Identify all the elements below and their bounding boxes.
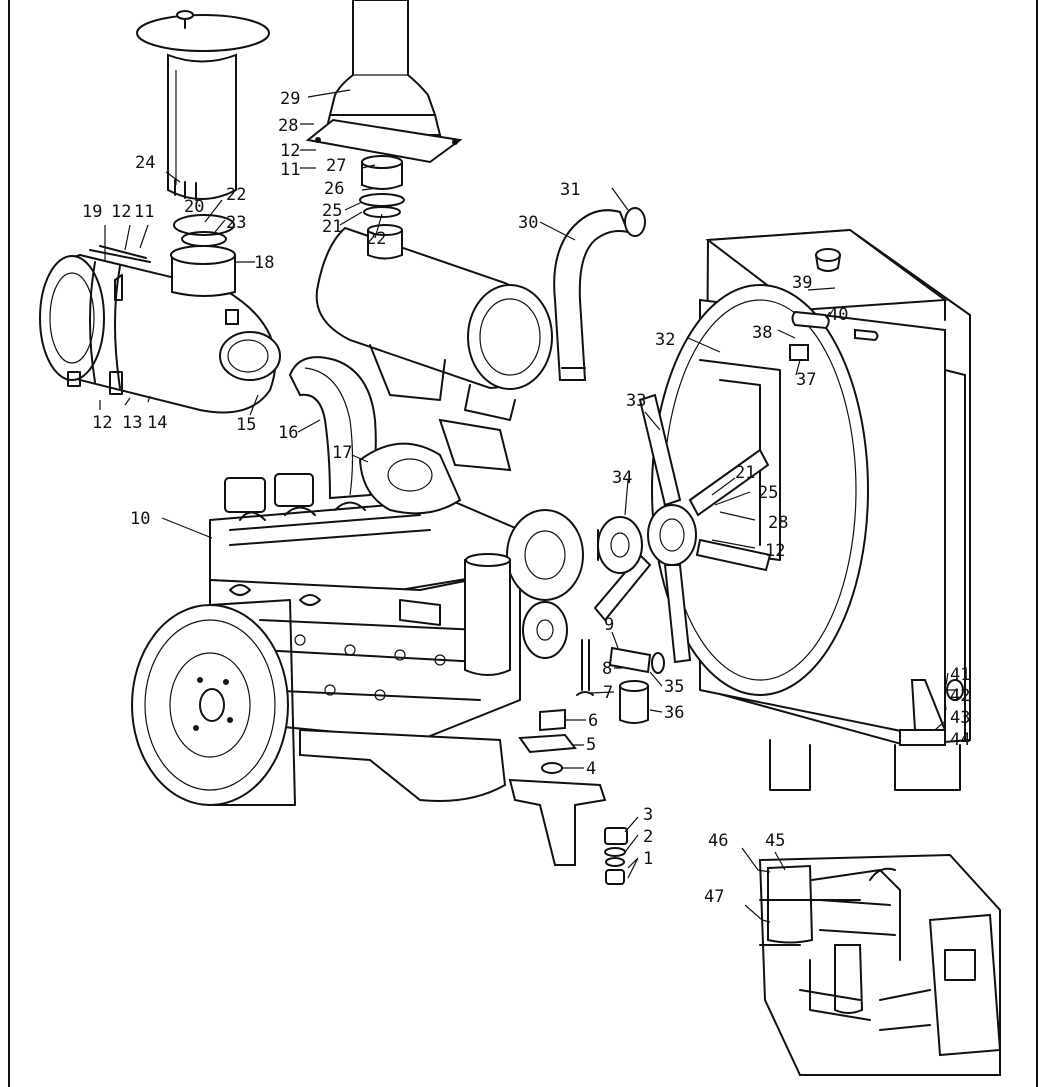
callout-label: 19 (82, 202, 102, 222)
callout-label: 12 (92, 413, 112, 433)
exhaust-flange-parts (359, 155, 405, 218)
callout-label: 43 (950, 708, 970, 728)
callout-label: 32 (655, 330, 675, 350)
callout-label: 12 (111, 202, 131, 222)
callout-label: 40 (828, 305, 848, 325)
muffler (315, 224, 553, 421)
callout-label: 31 (560, 180, 580, 200)
callout-label: 9 (604, 615, 614, 635)
callout-label: 5 (586, 735, 596, 755)
callout-label: 4 (586, 759, 596, 779)
callout-label: 12 (280, 141, 300, 161)
callout-label: 2 (643, 827, 653, 847)
leader-lines (99, 89, 958, 923)
callout-label: 37 (796, 370, 816, 390)
callout-label: 46 (708, 831, 728, 851)
callout-label: 23 (226, 213, 246, 233)
callout-label: 24 (135, 153, 155, 173)
engine-mount (508, 708, 628, 885)
callout-label: 29 (280, 89, 300, 109)
callout-label: 17 (332, 443, 352, 463)
engine-block (209, 418, 584, 802)
callout-label: 21 (322, 217, 342, 237)
callout-label: 15 (236, 415, 256, 435)
fan-hub (597, 516, 643, 574)
callout-label: 33 (626, 391, 646, 411)
callout-label: 11 (134, 202, 154, 222)
callout-label: 45 (765, 831, 785, 851)
callout-label: 38 (752, 323, 772, 343)
callout-label: 1 (643, 849, 653, 869)
callout-label: 41 (950, 665, 970, 685)
callout-label: 18 (254, 253, 274, 273)
air-hose (553, 207, 646, 381)
exhaust-pipe (305, 0, 463, 164)
callout-label: 28 (278, 116, 298, 136)
callout-label: 27 (326, 156, 346, 176)
cooling-fan (593, 393, 772, 664)
radiator-hose-fittings (789, 310, 879, 361)
callout-label: 12 (765, 541, 785, 561)
callout-label: 47 (704, 887, 724, 907)
callout-label: 26 (324, 179, 344, 199)
callout-label: 44 (950, 730, 970, 750)
air-filter-assembly (39, 245, 281, 414)
callout-label: 42 (950, 686, 970, 706)
small-hoses-clamps (576, 639, 665, 724)
air-intake-rain-cap (136, 10, 270, 201)
intake-clamp-ring (173, 214, 235, 247)
callout-label: 25 (322, 201, 342, 221)
callout-label: 3 (643, 805, 653, 825)
callout-label: 36 (664, 703, 684, 723)
callout-label: 10 (130, 509, 150, 529)
callout-label: 7 (603, 683, 613, 703)
callout-label: 16 (278, 423, 298, 443)
callout-label: 8 (602, 659, 612, 679)
callout-label: 6 (588, 711, 598, 731)
callout-label: 30 (518, 213, 538, 233)
flywheel-housing (131, 599, 296, 806)
callout-label: 39 (792, 273, 812, 293)
callout-label: 22 (226, 185, 246, 205)
callout-label: 25 (758, 483, 778, 503)
callout-label: 35 (664, 677, 684, 697)
callout-label: 20 (184, 197, 204, 217)
inset-detail (758, 853, 1002, 1076)
callout-label: 21 (735, 463, 755, 483)
callout-label: 11 (280, 160, 300, 180)
callout-label: 28 (768, 513, 788, 533)
callout-label: 34 (612, 468, 632, 488)
callout-labels: 29 28 12 11 27 26 25 21 22 24 22 23 20 1… (82, 89, 970, 907)
page-frame (8, 0, 1038, 1087)
callout-label: 14 (147, 413, 167, 433)
callout-label: 13 (122, 413, 142, 433)
radiator-mount (899, 679, 964, 746)
callout-label: 22 (366, 229, 386, 249)
fan-shroud (651, 284, 869, 696)
